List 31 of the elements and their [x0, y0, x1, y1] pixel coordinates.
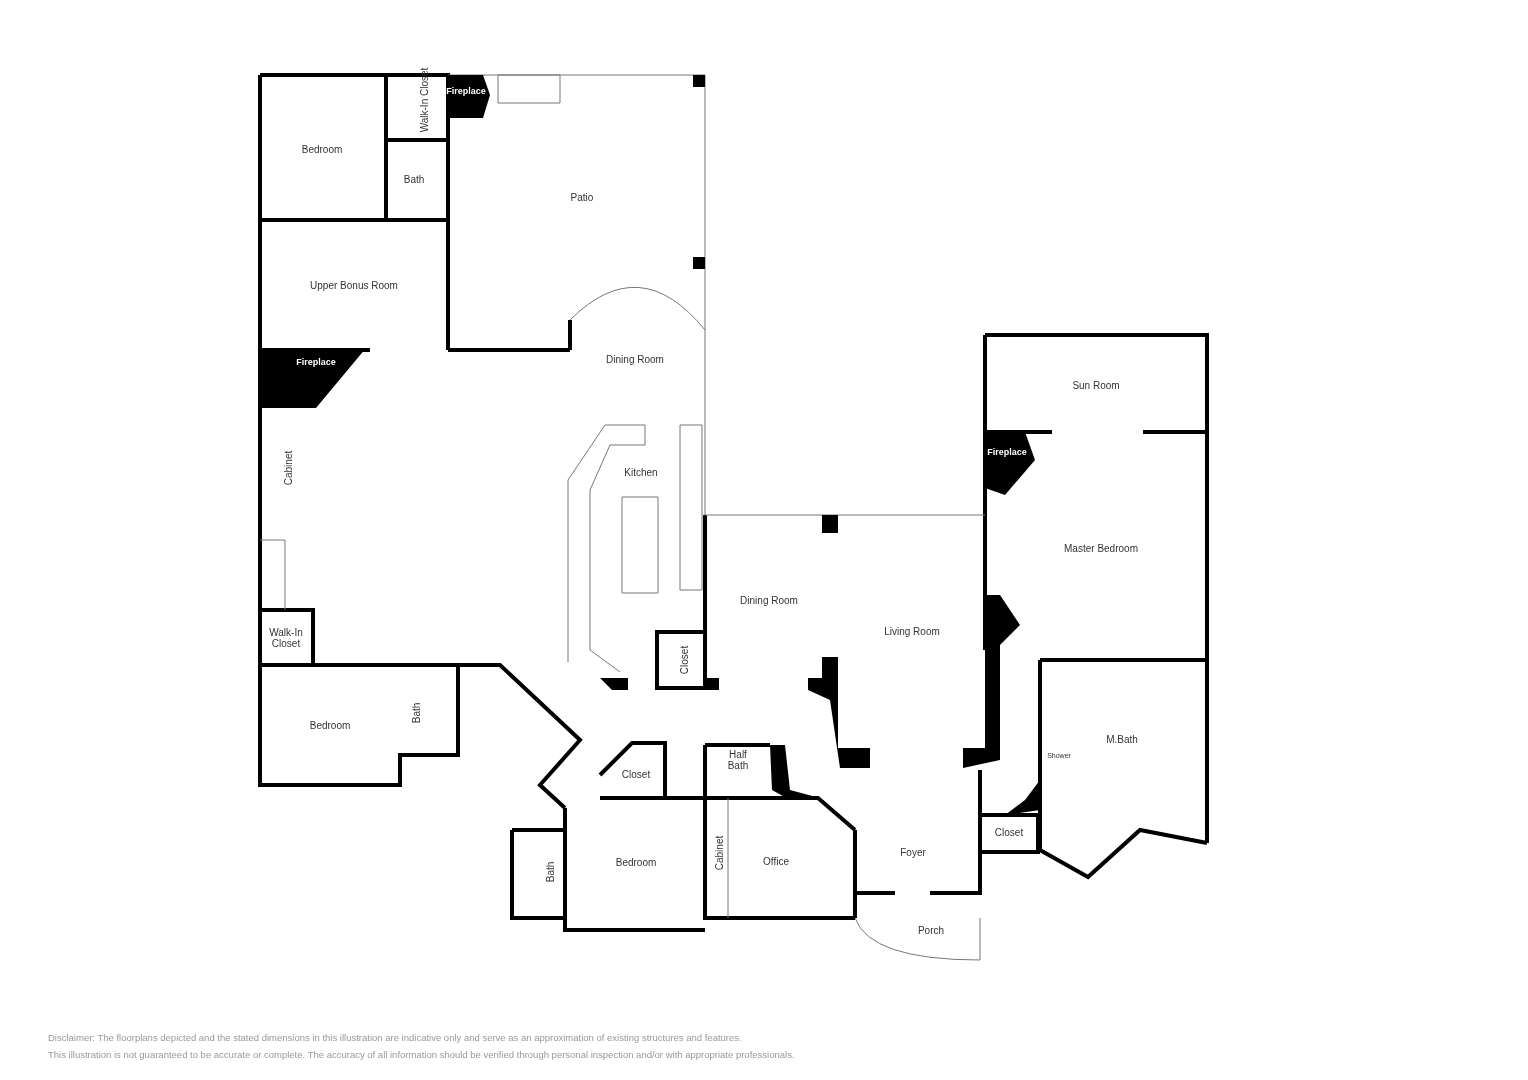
disclaimer-note: Disclaimer: The floorplans depicted and the stated dimensions in this illustration are indicative only and serve as an approximation of existing structures and features.: [48, 1032, 742, 1043]
room-label: Sun Room: [1072, 379, 1120, 391]
room-label: Foyer: [900, 846, 926, 858]
room-label: Bedroom: [615, 856, 657, 868]
room-label: Walk-In Closet: [418, 67, 430, 133]
room-label: Cabinet: [713, 835, 725, 871]
disclaimer-note: This illustration is not guaranteed to be accurate or complete. The accuracy of all information should be verified through personal inspection and/or with appropriate professionals.: [48, 1049, 795, 1060]
room-label: Dining Room: [606, 353, 664, 365]
room-label: Walk-In Closet: [268, 627, 304, 649]
room-label: Bedroom: [301, 143, 343, 155]
room-label: Closet: [621, 768, 651, 780]
room-label: Cabinet: [282, 450, 294, 486]
room-label: Patio: [570, 191, 594, 203]
room-label: Closet: [994, 826, 1024, 838]
room-label: Bath: [410, 702, 422, 724]
room-label: Kitchen: [624, 466, 658, 478]
room-label: Office: [763, 855, 789, 867]
room-label: Closet: [678, 645, 690, 675]
room-label: Upper Bonus Room: [310, 279, 398, 291]
room-label: Fireplace: [987, 446, 1027, 458]
room-label: Fireplace: [296, 356, 336, 368]
room-label: Half Bath: [726, 749, 750, 771]
room-label: Fireplace: [446, 85, 486, 97]
room-label: Dining Room: [740, 594, 798, 606]
room-label: Master Bedroom: [1064, 542, 1138, 554]
room-label: Bedroom: [309, 719, 351, 731]
room-label: Bath: [403, 173, 425, 185]
room-label: M.Bath: [1106, 733, 1138, 745]
room-label: Bath: [544, 861, 556, 883]
room-label: Living Room: [884, 625, 940, 637]
room-label: Porch: [917, 924, 945, 936]
